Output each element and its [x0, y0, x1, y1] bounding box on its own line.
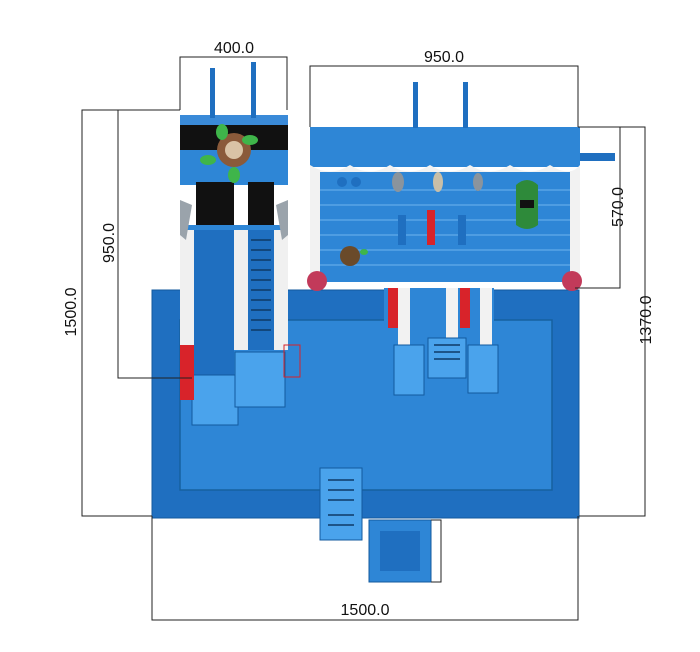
- right-platform-mast-2: [463, 82, 468, 128]
- dim-label-right-outer: 1370.0: [638, 295, 655, 344]
- corner-ball-right: [562, 271, 582, 291]
- left-red-bumper: [180, 345, 194, 400]
- pool-inner-edge: [179, 319, 553, 491]
- right-slide-white-2: [446, 288, 458, 348]
- dim-label-left-inner: 950.0: [101, 223, 118, 263]
- right-side-fish-icon: [276, 200, 288, 240]
- right-platform-mast-1: [413, 82, 418, 128]
- dim-label-top-left: 400.0: [214, 40, 254, 57]
- left-slide-tower: [180, 62, 301, 426]
- fish-decoration-icon: [392, 172, 404, 192]
- turtle-head: [360, 249, 368, 255]
- left-red-outline: [283, 344, 301, 378]
- dim-label-top-right: 950.0: [424, 49, 464, 66]
- right-slide-landing-1: [393, 344, 425, 396]
- ball-icon: [351, 177, 361, 187]
- right-slide-red-right: [460, 288, 470, 328]
- ball-icon: [337, 177, 347, 187]
- right-platform-white-side-left: [310, 172, 320, 282]
- dim-line-top-left: [179, 56, 288, 110]
- dim-line-top-right: [309, 65, 579, 127]
- left-side-fish-icon: [180, 200, 192, 240]
- dim-line-bottom: [151, 516, 579, 621]
- dim-line-entry-box: [431, 519, 442, 583]
- corner-ball-left: [307, 271, 327, 291]
- obstacle-pillar: [398, 215, 406, 245]
- obstacle-pillar-red: [427, 210, 435, 245]
- right-platform-white-side-right: [570, 172, 580, 282]
- left-tower-white-wall-left: [180, 230, 194, 350]
- dim-label-bottom: 1500.0: [341, 602, 390, 619]
- left-tower-white-wall-mid: [234, 230, 248, 350]
- dim-line-right-outer: [578, 126, 646, 517]
- palm-leaf-icon: [242, 135, 258, 145]
- right-slide-white-3: [480, 288, 492, 348]
- left-tower-mast-2: [251, 62, 256, 118]
- left-slide-landing: [191, 374, 239, 426]
- right-platform-top-wall: [310, 127, 580, 167]
- water-cannon-icon: [580, 153, 615, 161]
- left-tower-white-wall-right: [274, 230, 288, 350]
- left-tower-mast-1: [210, 68, 215, 118]
- left-ladder-base: [234, 351, 286, 408]
- obstacle-pillar: [458, 215, 466, 245]
- dimension-lines: [81, 56, 646, 621]
- palm-leaf-icon: [200, 155, 216, 165]
- entry-ladder-steps: [328, 479, 354, 526]
- turtle-icon: [340, 246, 360, 266]
- entry-ladder: [319, 467, 363, 541]
- right-ladder-base: [427, 337, 467, 379]
- right-ladder-steps: [434, 344, 460, 360]
- boat-seat: [520, 200, 534, 208]
- right-slide-red-left: [388, 288, 398, 328]
- ship-wheel-hub: [225, 141, 243, 159]
- right-play-platform: [307, 82, 615, 396]
- dim-line-left-inner: [117, 109, 192, 379]
- palm-leaf-icon: [216, 124, 228, 140]
- dim-label-right-upper: 570.0: [610, 187, 627, 227]
- entry-section: [319, 467, 432, 583]
- dim-label-left-outer: 1500.0: [63, 287, 80, 336]
- left-slide-lane: [194, 230, 234, 380]
- left-tower-net-right: [248, 182, 274, 230]
- fish-decoration-icon: [433, 172, 443, 192]
- fish-decoration-icon: [473, 173, 483, 191]
- right-slide-white-1: [398, 288, 410, 348]
- left-tower-net-left: [196, 182, 234, 230]
- palm-leaf-icon: [228, 167, 240, 183]
- left-ladder-steps: [251, 239, 271, 331]
- entry-bounce-box-inner: [380, 531, 420, 571]
- right-slide-landing-2: [467, 344, 499, 394]
